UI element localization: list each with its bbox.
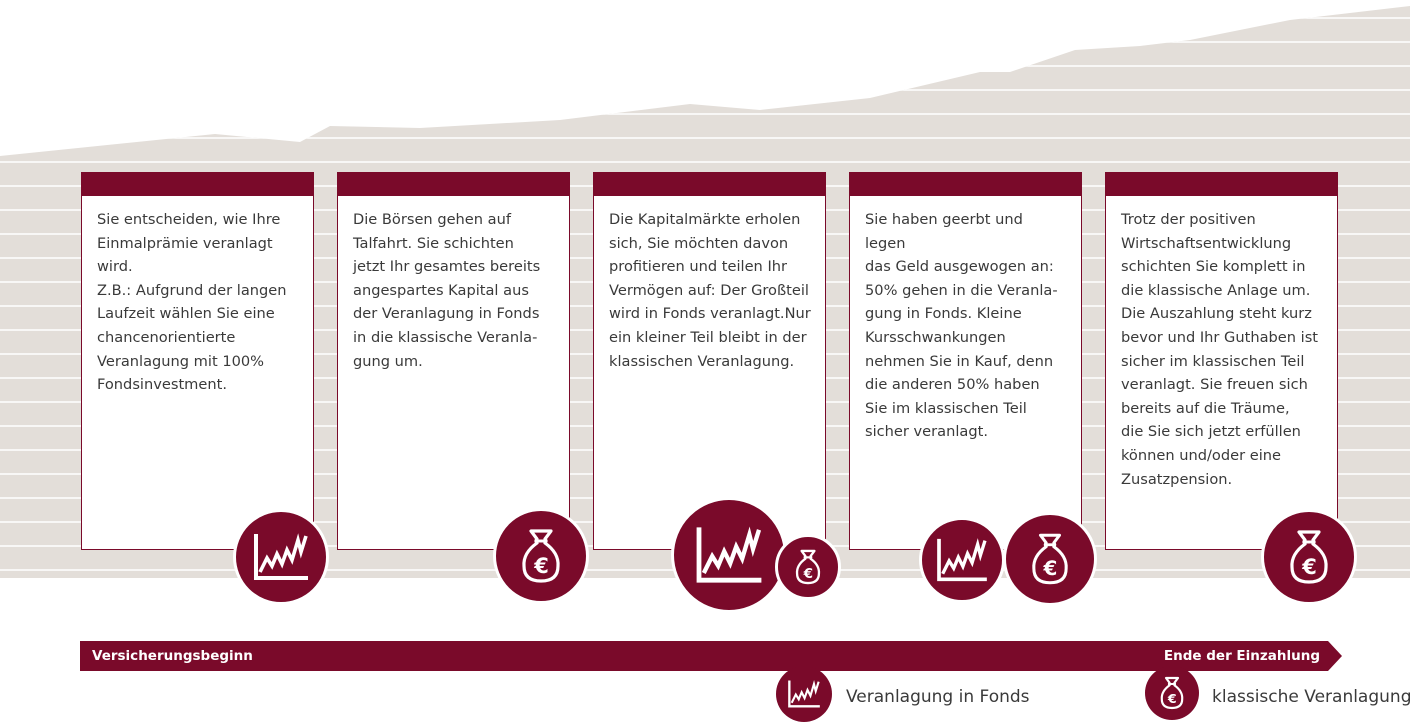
card-text: Die Börsen gehen auf Talfahrt. Sie schic… (353, 211, 541, 370)
legend-fonds-label: Veranlagung in Fonds (846, 687, 1030, 707)
scenario-card-1: Sie entscheiden, wie Ihre Einmalprämie v… (81, 172, 314, 550)
card-header-bar (849, 172, 1082, 196)
money-bag-icon: € (1003, 512, 1097, 606)
svg-text:€: € (533, 554, 549, 578)
card-text: Trotz der positiven Wirtschaftsentwicklu… (1121, 211, 1319, 488)
chart-icon (919, 517, 1005, 603)
scenario-card-4: Sie haben geerbt und legen das Geld ausg… (849, 172, 1082, 550)
money-bag-icon: € (775, 534, 841, 600)
card-text: Sie haben geerbt und legen das Geld ausg… (865, 211, 1058, 441)
card-header-bar (337, 172, 570, 196)
card-header-bar (593, 172, 826, 196)
timeline-arrow-shape (80, 641, 1342, 671)
money-bag-icon: € (1261, 509, 1357, 605)
svg-text:€: € (1301, 555, 1317, 579)
svg-text:€: € (1043, 556, 1058, 580)
card-header-bar (1105, 172, 1338, 196)
money-bag-icon: € (493, 508, 589, 604)
legend-klassisch-label: klassische Veranlagung (1212, 687, 1410, 707)
timeline-end-label: Ende der Einzahlung (1163, 648, 1320, 664)
timeline-arrow: Versicherungsbeginn Ende der Einzahlung (80, 641, 1342, 671)
scenario-card-3: Die Kapitalmärkte erholen sich, Sie möch… (593, 172, 826, 550)
svg-text:€: € (1167, 691, 1177, 706)
card-text: Sie entscheiden, wie Ihre Einmalprämie v… (97, 211, 287, 394)
chart-icon (233, 509, 329, 605)
timeline-start-label: Versicherungsbeginn (92, 648, 253, 664)
legend-money-bag-icon: € (1145, 666, 1199, 720)
scenario-card-2: Die Börsen gehen auf Talfahrt. Sie schic… (337, 172, 570, 550)
scenario-card-5: Trotz der positiven Wirtschaftsentwicklu… (1105, 172, 1338, 550)
card-text: Die Kapitalmärkte erholen sich, Sie möch… (609, 211, 811, 370)
card-header-bar (81, 172, 314, 196)
svg-text:€: € (803, 566, 813, 582)
chart-icon (671, 497, 787, 613)
legend-chart-icon (776, 666, 832, 722)
